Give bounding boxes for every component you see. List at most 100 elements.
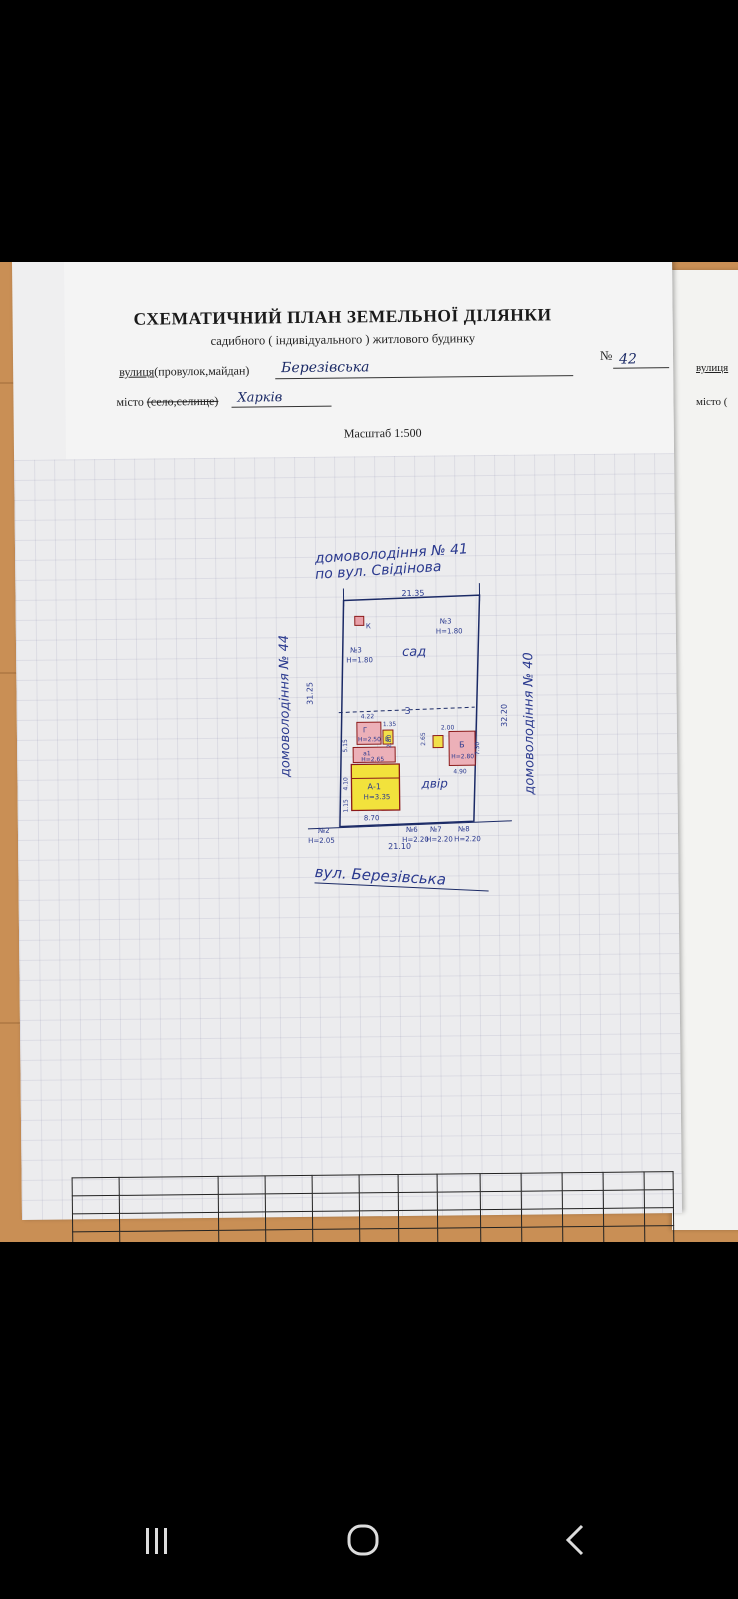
dim-g-side: 1.35 xyxy=(383,721,397,728)
home-button[interactable] xyxy=(334,1520,394,1560)
table-cell xyxy=(119,1230,219,1242)
house-a-height: Н=3.35 xyxy=(364,793,391,801)
table-cell xyxy=(218,1193,266,1213)
fence-1-height: Н=2.05 xyxy=(308,837,335,845)
street-red-line xyxy=(307,820,512,830)
small-structure-z xyxy=(432,735,444,749)
table-cell xyxy=(398,1228,438,1242)
recent-apps-button[interactable] xyxy=(126,1520,186,1560)
city-label: місто (село,селище) xyxy=(116,394,218,410)
street-value: Березівська xyxy=(281,359,370,377)
outbuilding-k-label: К xyxy=(366,622,371,630)
dim-g-top: 4.22 xyxy=(361,713,375,720)
table-cell xyxy=(359,1192,399,1211)
table-cell xyxy=(437,1173,481,1193)
android-nav-bar xyxy=(0,1480,738,1599)
table-cell xyxy=(521,1172,563,1192)
table-cell xyxy=(521,1190,563,1210)
table-cell xyxy=(72,1231,120,1242)
dim-top: 21.35 xyxy=(401,589,424,598)
table-cell xyxy=(398,1174,438,1193)
document-photo: вулиця місто ( СХЕМАТИЧНИЙ ПЛАН ЗЕМЕЛЬНО… xyxy=(0,262,738,1242)
table-cell xyxy=(521,1208,563,1228)
fence-4-height: Н=2.20 xyxy=(454,835,481,843)
city-value: Харків xyxy=(237,390,283,406)
right-neighbor-label: домоволодіння № 40 xyxy=(521,652,538,795)
site-plan: домоволодіння № 41 по вул. Свідінова 21.… xyxy=(277,541,538,892)
dim-misc-1: 5.15 xyxy=(342,739,349,753)
table-cell xyxy=(218,1229,266,1242)
dim-b-top: 2.00 xyxy=(441,724,455,731)
table-cell xyxy=(603,1189,645,1209)
fence-3-num: №7 xyxy=(430,826,442,834)
street-name-plan: вул. Березівська xyxy=(314,863,446,889)
fence-left-num: №3 xyxy=(350,646,362,654)
table-cell xyxy=(437,1227,481,1242)
fence-top-height: H=1.80 xyxy=(436,627,463,635)
second-sheet: вулиця місто ( xyxy=(672,270,738,1230)
table-cell xyxy=(437,1209,481,1229)
table-cell xyxy=(119,1176,219,1196)
yard-label: двір xyxy=(420,776,448,790)
table-cell xyxy=(437,1191,481,1211)
house-a-label: А-1 xyxy=(367,782,381,791)
dim-misc-3: 2.80 xyxy=(386,734,393,748)
dim-b-height: 7.30 xyxy=(474,742,481,756)
left-neighbor-label: домоволодіння № 44 xyxy=(277,635,294,778)
back-button[interactable] xyxy=(546,1520,606,1560)
fence-3-height: Н=2.20 xyxy=(426,835,453,843)
house-a-divider xyxy=(351,777,400,779)
dim-misc-2: 4.10 xyxy=(342,777,349,791)
small-structure-v xyxy=(382,729,394,745)
annex-a1-height: Н=2.65 xyxy=(361,756,384,763)
table-cell xyxy=(562,1190,604,1209)
registration-table-body xyxy=(72,1171,674,1242)
table-cell xyxy=(398,1210,438,1229)
table-cell xyxy=(398,1192,438,1211)
dim-house-width: 8.70 xyxy=(364,814,380,822)
home-icon xyxy=(347,1524,379,1556)
street-label-rest: (провулок,майдан) xyxy=(154,363,250,379)
table-cell xyxy=(562,1226,604,1242)
scale-label: Масштаб 1:500 xyxy=(343,425,422,441)
fence-4-num: №8 xyxy=(458,825,470,833)
city-label-main: місто xyxy=(116,394,144,409)
fence-left-height: H=1.80 xyxy=(346,656,373,664)
dim-right: 32.20 xyxy=(500,704,509,727)
table-cell xyxy=(218,1211,266,1231)
table-cell xyxy=(72,1177,120,1196)
dim-b-width: 4.90 xyxy=(453,768,467,775)
shed-g-height: Н=2.50 xyxy=(358,736,381,743)
table-cell xyxy=(521,1226,563,1242)
building-b xyxy=(448,730,476,766)
table-cell xyxy=(644,1207,674,1226)
city-label-struck: (село,селище) xyxy=(146,393,219,409)
outbuilding-k xyxy=(354,615,365,626)
table-cell xyxy=(359,1174,399,1193)
table-cell xyxy=(265,1175,313,1194)
table-cell xyxy=(480,1209,522,1228)
table-cell xyxy=(562,1208,604,1227)
shed-g-label: Г xyxy=(363,726,367,734)
table-cell xyxy=(603,1207,645,1227)
small-structure-v-label: В xyxy=(385,736,389,743)
table-cell xyxy=(359,1210,399,1229)
table-cell xyxy=(603,1171,645,1191)
back-icon xyxy=(565,1524,584,1556)
dim-misc-4: 1.15 xyxy=(343,799,350,813)
annex-a1 xyxy=(352,746,396,763)
house-number-value: 42 xyxy=(618,351,637,368)
dim-bottom: 21.10 xyxy=(388,842,411,851)
table-cell xyxy=(644,1225,674,1242)
table-cell xyxy=(562,1172,604,1191)
table-cell xyxy=(72,1195,120,1214)
house-number-label: № xyxy=(599,347,613,363)
shed-g xyxy=(356,721,382,745)
table-cell xyxy=(359,1228,399,1242)
building-b-height: Н=2.80 xyxy=(451,753,474,760)
fence-1-num: №2 xyxy=(318,827,330,835)
recent-apps-icon xyxy=(146,1528,167,1554)
dim-z: 2.65 xyxy=(420,732,427,746)
registration-table xyxy=(72,1171,675,1242)
table-cell xyxy=(119,1212,219,1232)
